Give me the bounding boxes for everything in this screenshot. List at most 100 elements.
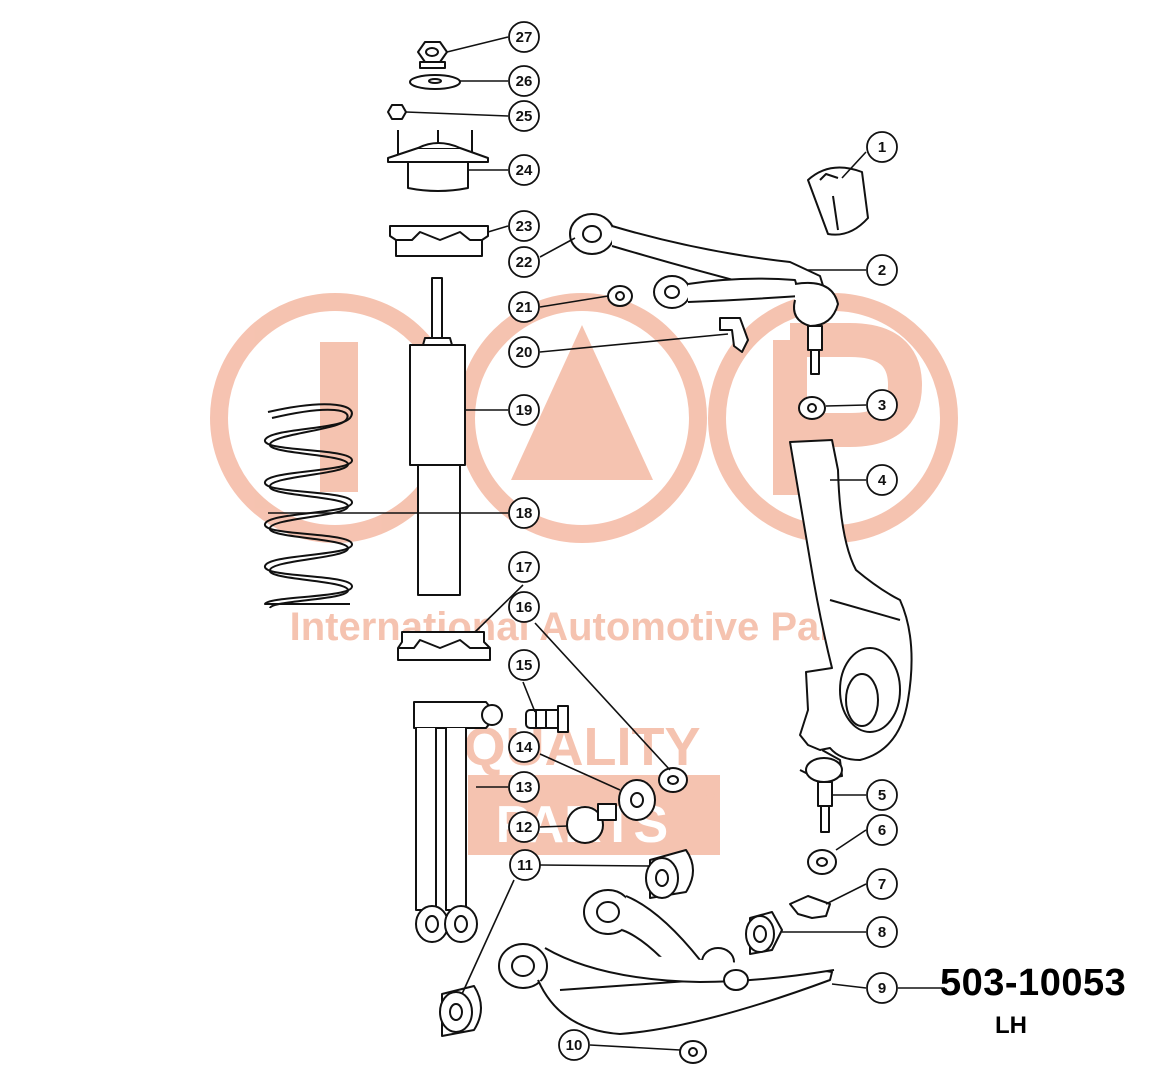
callout-circle [508,811,540,843]
callout-circle [866,464,898,496]
callout-label: 18 [516,505,533,522]
callout-17: 17 [508,551,540,583]
callout-label: 8 [878,924,886,941]
callout-4: 4 [866,464,898,496]
callout-20: 20 [508,336,540,368]
callout-label: 4 [878,472,887,489]
callout-15: 15 [508,649,540,681]
callout-circle [509,849,541,881]
ball-joint-nut [798,396,826,420]
fork-nut [658,767,688,793]
lower-arm-nut [679,1040,707,1064]
callout-label: 25 [516,108,533,125]
control-arm-bushing [745,911,783,955]
callout-6: 6 [866,814,898,846]
callout-circle [866,131,898,163]
callout-12: 12 [508,811,540,843]
iap-logo-icon [210,293,958,543]
fork-bolt [525,705,569,733]
callout-label: 11 [517,857,533,874]
callout-label: 3 [878,397,886,414]
bump-stop [807,166,869,236]
upper-spring-seat [389,225,489,257]
lower-control-arm [498,943,835,1035]
upper-arm-nut [607,285,633,307]
callout-13: 13 [508,771,540,803]
callout-21: 21 [508,291,540,323]
callout-27: 27 [508,21,540,53]
callout-23: 23 [508,210,540,242]
watermark-brand-line: International Automotive Parts [290,605,871,649]
lower-ball-joint-nut [807,849,837,875]
callout-label: 23 [516,218,533,235]
callout-circle [508,649,540,681]
callout-circle [508,210,540,242]
callout-circle [508,154,540,186]
callout-5: 5 [866,779,898,811]
callout-label: 27 [516,29,533,46]
callout-22: 22 [508,246,540,278]
callout-11: 11 [509,849,541,881]
callout-label: 12 [516,819,533,836]
callout-circle [866,814,898,846]
callout-18: 18 [508,497,540,529]
callout-circle [508,731,540,763]
callout-24: 24 [508,154,540,186]
callout-25: 25 [508,100,540,132]
callout-circle [508,551,540,583]
callout-label: 6 [878,822,886,839]
callout-label: 17 [516,559,533,576]
callout-circle [508,591,540,623]
callout-label: 26 [516,73,533,90]
callout-label: 14 [516,739,533,756]
callout-label: 2 [878,262,886,279]
callout-19: 19 [508,394,540,426]
callout-label: 16 [516,599,533,616]
callout-circle [866,916,898,948]
watermark-badge-line-1: QUALITY [464,717,701,777]
callout-label: 21 [516,299,533,316]
callout-circle [866,389,898,421]
cam-bolt [566,803,617,844]
callout-circle [508,497,540,529]
upper-control-arm [569,213,839,375]
callout-circle [508,291,540,323]
abs-sensor [789,895,831,919]
callout-group: 1234567891011121314151617181920212223242… [508,21,898,1061]
callout-1: 1 [866,131,898,163]
callout-9: 9 [866,972,898,1004]
callout-circle [508,336,540,368]
callout-26: 26 [508,65,540,97]
callout-10: 10 [558,1029,590,1061]
sensor-bracket [719,317,749,353]
callout-7: 7 [866,868,898,900]
callout-label: 24 [516,162,533,179]
callout-label: 9 [878,980,886,997]
shock-absorber [409,277,466,596]
lower-arm-bushing-front [645,849,694,899]
callout-label: 5 [878,787,886,804]
callout-8: 8 [866,916,898,948]
callout-label: 13 [516,779,533,796]
callout-label: 19 [516,402,533,419]
callout-circle [508,65,540,97]
callout-circle [866,972,898,1004]
callout-circle [866,868,898,900]
callout-14: 14 [508,731,540,763]
side-label: LH [995,1012,1027,1039]
callout-circle [866,254,898,286]
callout-label: 20 [516,344,533,361]
lower-ball-joint [805,757,843,833]
part-number: 503-10053 [940,962,1127,1004]
callout-label: 22 [516,254,533,271]
callout-2: 2 [866,254,898,286]
callout-16: 16 [508,591,540,623]
coil-spring [263,403,353,609]
lower-spring-seat [397,631,491,661]
mount-nut [387,104,407,120]
leader-lines [268,36,945,1051]
shock-fork [413,701,503,943]
washer [409,74,461,90]
callout-label: 15 [516,657,533,674]
